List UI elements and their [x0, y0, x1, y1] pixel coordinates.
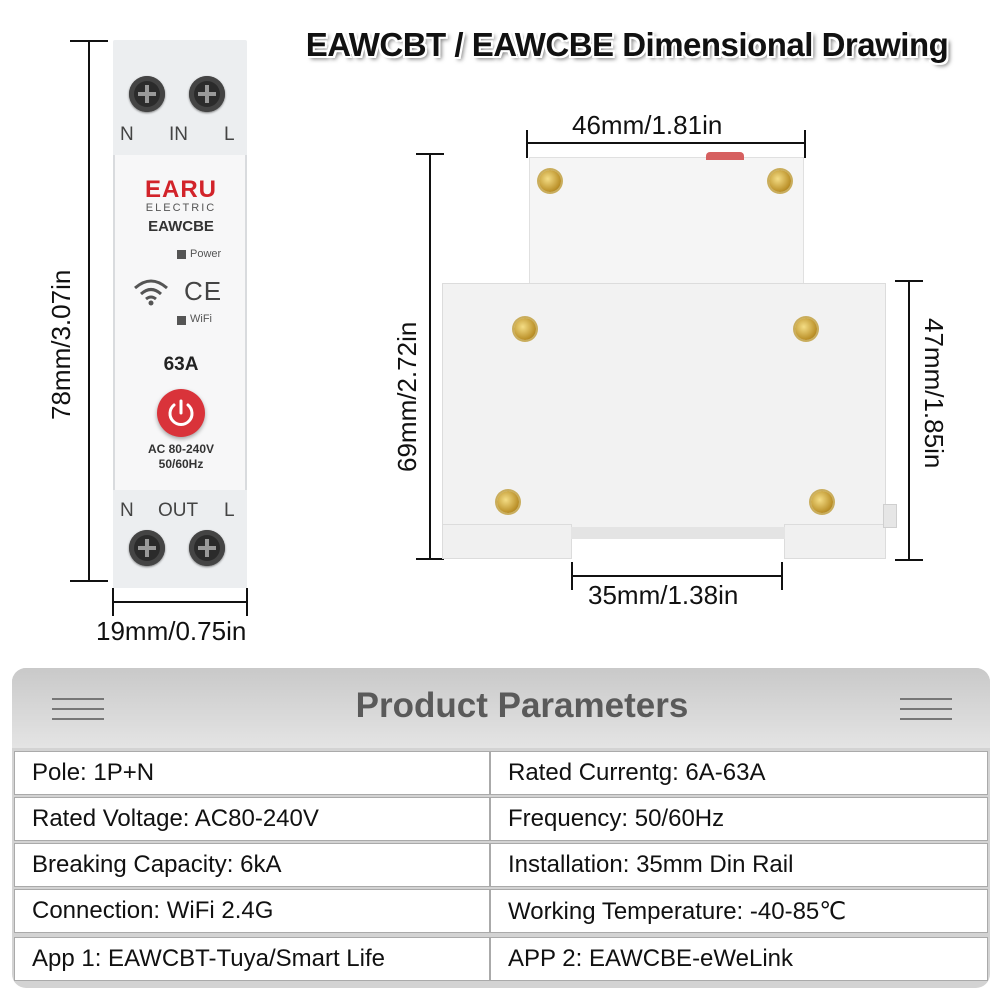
dimension-tick: [526, 130, 528, 158]
dimension-tick: [70, 580, 108, 582]
wifi-icon: [134, 279, 168, 306]
header-decoration-right: [900, 698, 952, 720]
param-cell: APP 2: EAWCBE-eWeLink: [490, 937, 988, 981]
height-dimension-line: [88, 40, 90, 580]
parameters-header: [12, 668, 990, 748]
rivet-icon: [795, 318, 817, 340]
dimension-tick: [571, 562, 573, 590]
terminal-label: OUT: [158, 500, 199, 521]
power-icon: [168, 399, 194, 426]
side-total-height-label: 69mm/2.72in: [392, 321, 422, 472]
wifi-indicator-label: WiFi: [190, 313, 212, 325]
dimension-tick: [246, 588, 248, 616]
header-decoration-left: [52, 698, 104, 720]
side-top-width-label: 46mm/1.81in: [572, 110, 723, 140]
model-label: EAWCBE: [148, 218, 214, 235]
frequency-label: 50/60Hz: [158, 457, 204, 471]
ce-mark: CE: [184, 276, 223, 306]
device-front-panel: [113, 155, 247, 495]
param-cell: Frequency: 50/60Hz: [490, 797, 988, 841]
din-rail-slot: [571, 527, 785, 539]
param-cell: Pole: 1P+N: [14, 751, 490, 795]
dimension-tick: [781, 562, 783, 590]
terminal-label: L: [224, 124, 235, 145]
side-upper-block: [530, 158, 803, 290]
width-dimension-line: [113, 601, 247, 603]
dimension-tick: [416, 558, 444, 560]
din-rail-clip-left: [443, 525, 571, 558]
rivet-icon: [539, 170, 561, 192]
side-latch: [884, 505, 896, 527]
dimension-tick: [895, 280, 923, 282]
bottom-left-terminal-screw-icon: [129, 530, 165, 566]
param-cell: Rated Voltage: AC80-240V: [14, 797, 490, 841]
wifi-indicator-icon: [177, 316, 186, 325]
brand-subtitle: ELECTRIC: [145, 202, 217, 214]
page-title: EAWCBT / EAWCBE Dimensional Drawing: [305, 26, 949, 63]
param-cell: Working Temperature: -40-85℃: [490, 889, 988, 933]
din-rail-clip-right: [785, 525, 885, 558]
front-height-label: 78mm/3.07in: [46, 269, 76, 420]
bottom-width-dimension-line: [572, 575, 782, 577]
side-body-height-label: 47mm/1.85in: [919, 318, 949, 469]
param-cell: Installation: 35mm Din Rail: [490, 843, 988, 887]
dimension-tick: [70, 40, 108, 42]
rivet-icon: [514, 318, 536, 340]
front-width-label: 19mm/0.75in: [96, 616, 247, 646]
terminal-label: IN: [169, 124, 188, 145]
brand-logo: EARU: [144, 176, 217, 203]
param-cell: Connection: WiFi 2.4G: [14, 889, 490, 933]
rivet-icon: [811, 491, 833, 513]
bottom-right-terminal-screw-icon: [189, 530, 225, 566]
dimension-tick: [895, 559, 923, 561]
body-height-dimension-line: [908, 281, 910, 560]
side-indicator-tab: [706, 152, 744, 160]
param-cell: App 1: EAWCBT-Tuya/Smart Life: [14, 937, 490, 981]
terminal-label: N: [120, 500, 134, 521]
voltage-label: AC 80-240V: [147, 442, 215, 456]
total-height-dimension-line: [429, 154, 431, 559]
top-left-terminal-screw-icon: [129, 76, 165, 112]
side-bottom-width-label: 35mm/1.38in: [588, 580, 739, 610]
terminal-label: N: [120, 124, 134, 145]
param-cell: Breaking Capacity: 6kA: [14, 843, 490, 887]
rivet-icon: [769, 170, 791, 192]
dimension-tick: [804, 130, 806, 158]
dimension-tick: [416, 153, 444, 155]
param-cell: Rated Currentg: 6A-63A: [490, 751, 988, 795]
power-button[interactable]: [157, 389, 205, 437]
top-right-terminal-screw-icon: [189, 76, 225, 112]
power-indicator-icon: [177, 250, 186, 259]
power-indicator-label: Power: [190, 248, 222, 260]
terminal-label: L: [224, 500, 235, 521]
parameters-heading: Product Parameters: [355, 686, 689, 725]
current-rating: 63A: [163, 354, 199, 375]
top-width-dimension-line: [527, 142, 805, 144]
rivet-icon: [497, 491, 519, 513]
dimension-tick: [112, 588, 114, 616]
